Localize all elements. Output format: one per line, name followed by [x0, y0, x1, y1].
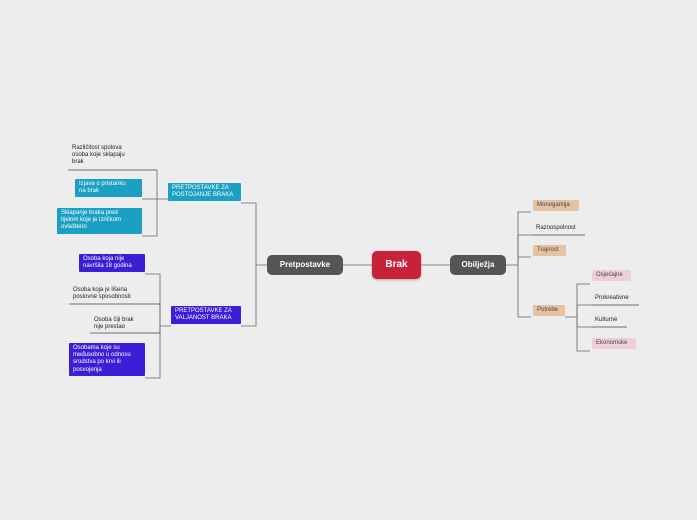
central-node[interactable]: Brak: [372, 251, 421, 279]
group-valjanost[interactable]: PRETPOSTAVKE ZA VALJANOST BRAKA: [171, 306, 241, 325]
item-osoba-lisena-sposobnosti[interactable]: Osoba koja je lišena poslovne sposobnost…: [73, 287, 131, 301]
group-postojanje[interactable]: PRETPOSTAVKE ZA POSTOJANJE BRAKA: [168, 183, 241, 202]
need-osjecajne[interactable]: Osjećajne: [592, 270, 631, 282]
item-sklapanje-braka[interactable]: Sklapanje braka pred tijelom koje je izr…: [57, 208, 142, 234]
item-raznospolnost[interactable]: Raznospolnost: [536, 225, 576, 231]
item-potrebe[interactable]: Potrebe: [533, 305, 565, 317]
item-razlicitost-spolova[interactable]: Različitost spolova osoba koje sklapaju …: [72, 145, 125, 166]
item-osoba-18-godina[interactable]: Osoba koja nije navršila 18 godina: [79, 254, 145, 273]
main-node-obiljezja[interactable]: Obilježja: [450, 255, 506, 275]
item-trajnost[interactable]: Trajnost: [533, 245, 566, 257]
item-monogamija[interactable]: Monogamija: [533, 200, 579, 212]
item-izjava-o-pristanku[interactable]: Izjava o pristanku na brak: [75, 179, 142, 198]
main-node-pretpostavke[interactable]: Pretpostavke: [267, 255, 343, 275]
item-srodstvo[interactable]: Osobama koje su međusobno u odnosu srods…: [69, 343, 145, 376]
need-kulturne[interactable]: Kulturne: [595, 317, 618, 323]
need-prokreativne[interactable]: Prokreativne: [595, 295, 629, 301]
item-osoba-brak-nije-prestao[interactable]: Osoba čiji brak nije prestao: [94, 317, 134, 331]
need-ekonomske[interactable]: Ekonomske: [592, 338, 636, 350]
